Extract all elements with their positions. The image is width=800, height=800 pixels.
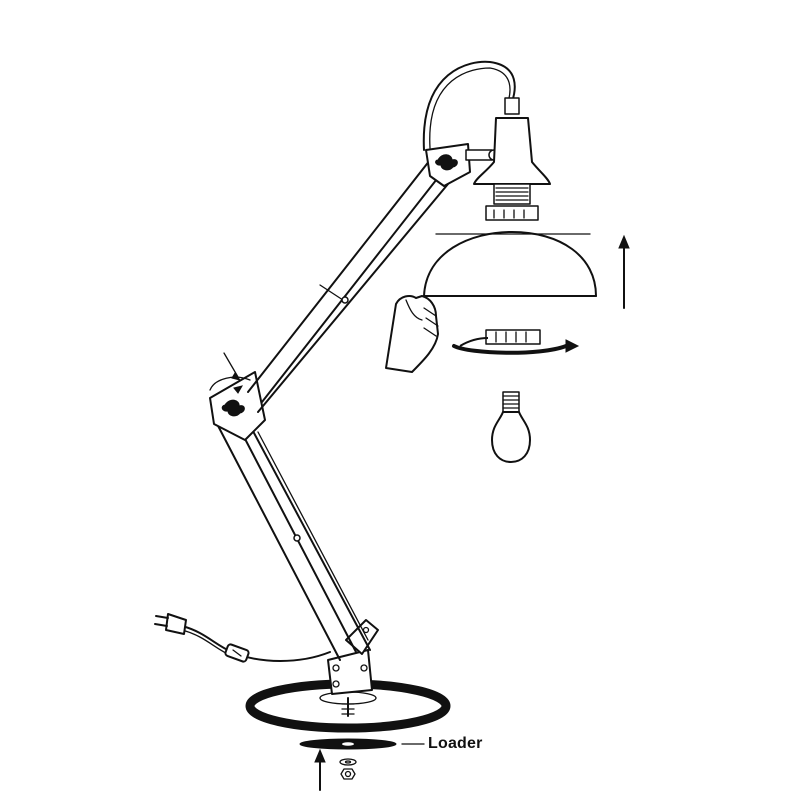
loader-plate — [299, 738, 425, 750]
lower-arm — [214, 411, 371, 661]
plug-icon — [154, 613, 187, 635]
bulb-icon — [491, 391, 531, 463]
power-cable — [181, 625, 331, 662]
loader-label: Loader — [428, 735, 483, 752]
rotate-arrow-icon — [452, 337, 580, 355]
lamp-holder — [473, 97, 551, 221]
lamp-shade — [423, 231, 597, 297]
up-arrow-icon — [314, 748, 326, 791]
base-mount — [327, 619, 379, 695]
switch-icon — [224, 643, 250, 663]
washer-and-nut — [339, 758, 357, 780]
hand-icon — [385, 295, 439, 373]
shade-ring — [485, 329, 541, 345]
upper-arm — [247, 159, 449, 413]
elbow-joint — [209, 352, 266, 441]
up-arrow-icon — [618, 234, 630, 309]
top-cable — [422, 60, 516, 151]
